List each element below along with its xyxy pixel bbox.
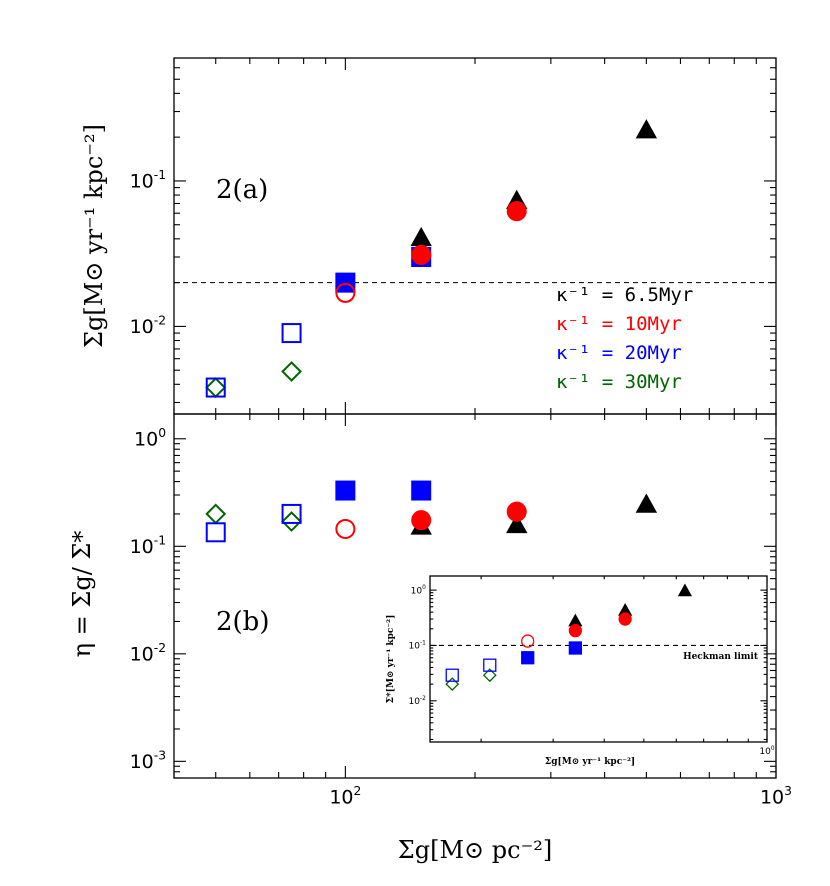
inset-marker-30myr: [482, 668, 497, 683]
b-marker-20myr: [205, 522, 226, 543]
inset-markers: [445, 583, 693, 692]
b-marker-20myr: [335, 480, 356, 501]
b-y-tick-label: 10-1: [130, 533, 167, 558]
panel-b-label: 2(b): [216, 607, 269, 637]
b-marker-6.5myr: [506, 513, 528, 534]
inset-ticks: 10-2 10-1 100 100: [409, 576, 775, 757]
x-axis-label: Σg[M⊙ pc⁻²]: [398, 836, 552, 864]
inset-frame: [429, 575, 768, 743]
legend: κ⁻¹ = 6.5Myr κ⁻¹ = 10Myr κ⁻¹ = 20Myr κ⁻¹…: [556, 284, 693, 393]
inset-marker-10myr: [521, 634, 535, 648]
a-marker-20myr: [281, 323, 302, 344]
a-marker-10myr: [506, 201, 527, 222]
panel-a-frame: [173, 57, 777, 415]
panel-b-y-axis-label: η = Σg/ Σ*: [68, 531, 96, 658]
b-marker-20myr: [281, 503, 302, 524]
panel-b: 10-3 10-2 10-1 100 102 103 2(b) η = Σg/ Σ* Σg…: [68, 413, 792, 864]
a-marker-10myr: [335, 282, 356, 303]
panel-a-markers: [205, 119, 658, 398]
inset-x-tick-label: 100: [759, 746, 774, 757]
a-marker-10myr: [411, 244, 432, 265]
b-marker-10myr: [411, 510, 432, 531]
a-marker-30myr: [205, 377, 227, 398]
inset-panel: 10-2 10-1 100 100 Heckman limit Σ*[M⊙ yr⁻¹ …: [386, 575, 775, 767]
a-y-tick-label: 10-1: [130, 168, 167, 193]
inset-marker-20myr: [483, 658, 497, 672]
b-marker-10myr: [335, 518, 356, 539]
inset-y-tick-label: 10-1: [409, 641, 427, 652]
a-marker-20myr: [205, 377, 226, 398]
legend-item-30myr: κ⁻¹ = 30Myr: [556, 371, 682, 393]
inset-marker-20myr: [521, 651, 535, 665]
a-y-tick-label: 10-2: [130, 314, 167, 339]
b-marker-30myr: [281, 511, 302, 532]
inset-marker-10myr: [568, 624, 583, 638]
heckman-limit-label: Heckman limit: [683, 652, 759, 662]
panel-b-ticks: 10-3 10-2 10-1 100 102 103: [130, 414, 792, 809]
b-y-tick-label: 10-3: [130, 748, 167, 773]
b-marker-20myr: [411, 480, 432, 501]
b-y-tick-label: 100: [134, 426, 166, 451]
legend-item-6.5myr: κ⁻¹ = 6.5Myr: [556, 284, 693, 306]
a-marker-20myr: [335, 272, 356, 293]
b-x-tick-label: 103: [760, 784, 792, 809]
legend-item-20myr: κ⁻¹ = 20Myr: [556, 342, 682, 364]
panel-a-label: 2(a): [216, 175, 268, 205]
a-marker-6.5myr: [410, 226, 432, 247]
inset-y-tick-label: 10-2: [409, 696, 427, 707]
panel-a-ticks: 10-2 10-1: [130, 58, 777, 414]
legend-item-10myr: κ⁻¹ = 10Myr: [556, 313, 682, 335]
inset-marker-10myr: [618, 612, 632, 626]
panel-a: 10-2 10-1 2(a) κ⁻¹ = 6.5Myr κ⁻¹ = 10Myr κ…: [80, 57, 777, 415]
panel-a-y-axis-label: Σg[M⊙ yr⁻¹ kpc⁻²]: [80, 124, 108, 348]
a-marker-30myr: [281, 361, 302, 382]
a-marker-6.5myr: [635, 119, 658, 139]
b-y-tick-label: 10-2: [130, 641, 167, 666]
b-marker-6.5myr: [635, 493, 658, 513]
b-x-tick-label: 102: [329, 784, 361, 809]
inset-x-axis-label: Σg[M⊙ yr⁻¹ kpc⁻²]: [545, 757, 635, 767]
inset-y-tick-label: 100: [411, 585, 426, 596]
inset-marker-30myr: [445, 677, 460, 692]
inset-y-axis-label: Σ*[M⊙ yr⁻¹ kpc⁻²]: [386, 615, 396, 704]
panel-b-markers: [205, 480, 658, 543]
inset-marker-20myr: [445, 668, 459, 682]
b-marker-30myr: [205, 503, 227, 525]
inset-marker-6.5myr: [677, 583, 693, 597]
inset-marker-20myr: [568, 641, 583, 655]
b-marker-10myr: [506, 501, 527, 522]
